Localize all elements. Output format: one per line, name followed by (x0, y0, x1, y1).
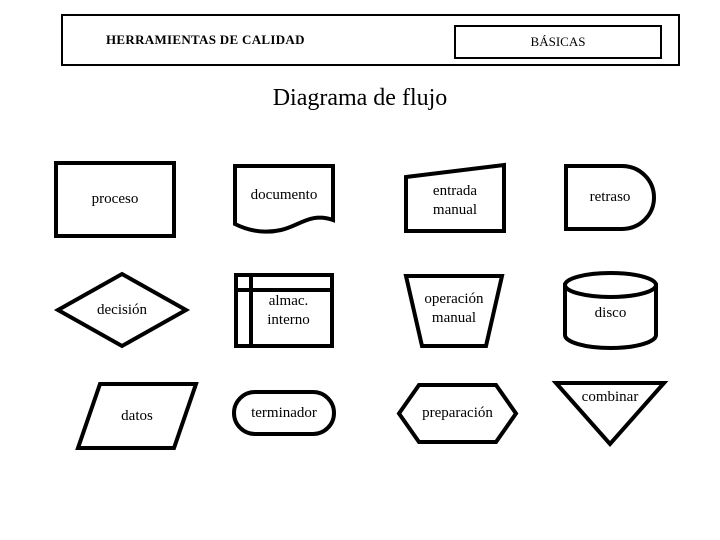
page-title: Diagrama de flujo (272, 85, 448, 111)
delay-shape (564, 164, 656, 231)
flowchart-shape-retraso: retraso (564, 164, 656, 231)
flowchart-shape-combinar: combinar (551, 381, 669, 448)
cylinder-shape (563, 271, 658, 350)
flowchart-shape-documento: documento (233, 164, 335, 236)
rectangle-shape (54, 161, 176, 238)
internal-storage-shape (234, 273, 334, 348)
parallelogram-shape (75, 382, 199, 450)
header-subtitle: BÁSICAS (530, 34, 586, 49)
flowchart-shape-operacion-manual: operación manual (403, 274, 505, 348)
manual-operation-shape (403, 274, 505, 348)
stadium-shape (232, 390, 336, 436)
flowchart-shape-decision: decisión (53, 271, 191, 349)
triangle-down-shape (551, 381, 669, 448)
header-banner: HERRAMIENTAS DE CALIDAD BÁSICAS (61, 14, 680, 66)
header-subtitle-box: BÁSICAS (454, 25, 662, 59)
flowchart-shape-preparacion: preparación (396, 383, 519, 444)
header-title: HERRAMIENTAS DE CALIDAD (106, 32, 305, 47)
flowchart-shape-proceso: proceso (54, 161, 176, 238)
flowchart-shape-almacenamiento-interno: almac. interno (234, 273, 334, 348)
manual-input-shape (404, 162, 506, 233)
document-shape (233, 164, 335, 234)
diamond-shape (53, 271, 191, 349)
hexagon-shape (396, 383, 519, 444)
flowchart-shape-terminador: terminador (232, 390, 336, 436)
flowchart-shape-entrada-manual: entrada manual (404, 162, 506, 233)
flowchart-shape-datos: datos (75, 382, 199, 450)
flowchart-shape-disco: disco (563, 271, 658, 350)
